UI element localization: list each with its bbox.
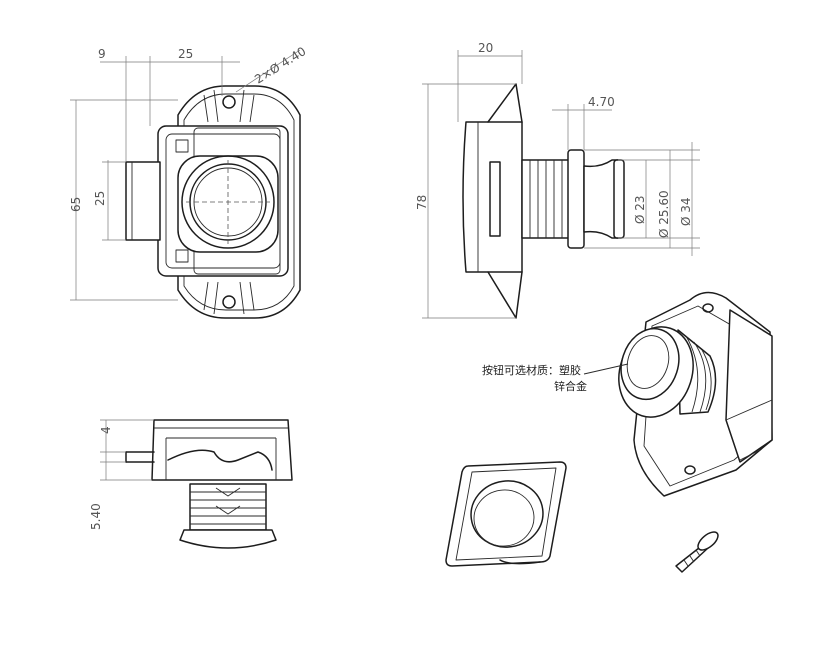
screw-icon <box>675 531 719 573</box>
isometric-view <box>583 291 773 497</box>
material-note: 按钮可选材质：塑胶 锌合金 <box>482 363 587 393</box>
top-view: 4 5.40 <box>89 419 293 549</box>
dim-side-d2: Ø 25.60 <box>657 190 671 238</box>
dim-front-offset: 9 <box>98 47 106 61</box>
dim-top-thickness: 4 <box>99 426 113 434</box>
dim-side-width: 20 <box>478 41 493 55</box>
dim-side-flange: 4.70 <box>588 95 615 109</box>
dim-side-height: 78 <box>415 195 429 210</box>
dim-front-height: 65 <box>69 197 83 212</box>
material-note-line1: 按钮可选材质：塑胶 <box>482 363 581 377</box>
bezel-view <box>445 461 567 567</box>
material-note-line2: 锌合金 <box>554 379 587 393</box>
dim-front-hole: 2×Ø 4.40 <box>252 44 308 86</box>
front-view: 9 25 2×Ø 4.40 65 25 <box>69 44 308 319</box>
dim-front-button: 25 <box>93 191 107 206</box>
dim-front-width: 25 <box>178 47 193 61</box>
dim-side-d3: Ø 34 <box>679 197 693 226</box>
dim-top-offset: 5.40 <box>89 503 103 530</box>
dim-side-d1: Ø 23 <box>633 195 647 224</box>
side-view: 20 78 4.70 Ø 23 Ø 25.60 Ø 34 <box>415 41 700 319</box>
